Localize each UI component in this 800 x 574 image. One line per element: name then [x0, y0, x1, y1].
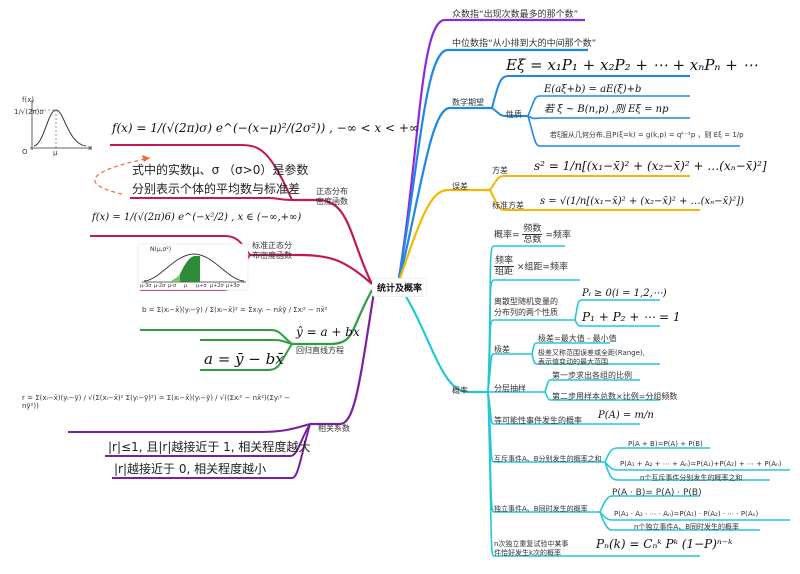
std-normal-chart-sketch: [137, 243, 249, 291]
curve-label-origin: O: [22, 148, 28, 156]
branch-std-normal: [250, 253, 373, 285]
sampling-label[interactable]: 分层抽样: [494, 384, 526, 393]
range-desc-1: 极差又称范围误差或全距(Range),: [538, 349, 645, 357]
branch-normal: [292, 198, 373, 285]
branch-expectation: [396, 106, 492, 285]
correlation-note-1: |r|≤1, 且|r|越接近于 1, 相关程度越大: [108, 440, 311, 454]
var-label[interactable]: 方差: [492, 166, 508, 175]
dist-prop-2: P₁ + P₂ + ⋯ = 1: [582, 310, 681, 324]
independent-f1: P(A · B)= P(A) · P(B): [612, 488, 702, 498]
independent-note: n个独立事件A、B同时发生的概率: [634, 523, 740, 531]
dashed-connector: [94, 157, 151, 195]
curve-label-x: x: [88, 144, 93, 152]
normal-label-2[interactable]: 密度函数: [316, 197, 348, 206]
freq-ratio: 概率= 频数总数 =频率: [494, 224, 571, 246]
std-chart-title: N(μ,σ²): [150, 246, 172, 253]
expectation-prop-3: 若ξ服从几何分布,且P(ξ=k) = g(k,p) = qᵏ⁻¹p ，则 Eξ …: [550, 131, 744, 139]
curve-label-mu: μ: [53, 149, 58, 157]
std-normal-formula: f(x) = 1/(√(2π)6) e^(−x²/2) , x ∈ (−∞,+∞…: [92, 212, 302, 223]
normal-note-2: 分别表示个体的平均数与标准差: [132, 182, 301, 196]
normal-curve-sketch: [30, 100, 92, 150]
freq-density: 频率组距 ×组距=频率: [494, 256, 568, 278]
branch-variance: [396, 188, 490, 285]
bernoulli-label-1[interactable]: n次独立重复试验中某事: [494, 540, 569, 548]
dist-prop-1: Pᵢ ≥ 0(i = 1,2,⋯): [582, 288, 667, 299]
bernoulli-formula: Pₙ(k) = Cₙᵏ Pᵏ (1−P)ⁿ⁻ᵏ: [596, 537, 733, 551]
curve-label-peak: 1/√(2π)σ: [14, 108, 44, 116]
normal-formula: f(x) = 1/(√(2π)σ) e^(−(x−μ)²/(2σ²)) , −∞…: [112, 121, 419, 135]
range-label[interactable]: 极差: [494, 345, 510, 354]
regression-label[interactable]: 回归直线方程: [296, 346, 344, 355]
equal-label[interactable]: 等可能性事件发生的概率: [494, 416, 582, 425]
variance-label[interactable]: 误差: [452, 182, 468, 191]
branch-probability: [397, 283, 488, 394]
equal-formula: P(A) = m/n: [598, 410, 654, 421]
regression-line-formula: ŷ = a + bx: [296, 325, 360, 339]
correlation-formula: r = Σ(xᵢ−x̄)(yᵢ−ȳ) / √(Σ(xᵢ−x̄)² Σ(yᵢ−ȳ)…: [22, 394, 291, 411]
std-chart-tick-2: μ-2σ: [154, 283, 166, 289]
correlation-note-2: |r|越接近于 0, 相关程度越小: [114, 462, 267, 476]
median-label[interactable]: 中位数指“从小排到大的中间那个数”: [452, 39, 597, 49]
range-desc-2: 表示值变动的最大范围: [538, 358, 608, 366]
curve-label-fx: f(x): [22, 96, 35, 104]
expectation-prop-1: E(aξ+b) = aE(ξ)+b: [544, 84, 642, 95]
normal-note-1: 式中的实数μ、σ （σ>0）是参数: [132, 163, 309, 177]
sd-formula: s = √(1/n[(x₁−x̄)² + (x₂−x̄)² + …(xₙ−x̄)…: [540, 196, 744, 207]
branch-correlation: [310, 291, 376, 426]
independent-label[interactable]: 独立事件A、B同时发生的概率: [494, 505, 588, 513]
exclusive-label[interactable]: 互斥事件A、B分别发生的概率之和: [494, 455, 602, 463]
std-chart-tick-4: μ: [184, 283, 188, 289]
root-node[interactable]: 统计及概率: [372, 278, 428, 297]
dist-label-2[interactable]: 分布列的两个性质: [494, 308, 558, 317]
probability-label[interactable]: 概率: [452, 386, 468, 395]
branch-median: [396, 48, 588, 285]
normal-label-1[interactable]: 正态分布: [316, 187, 348, 196]
expectation-props-label[interactable]: 性质: [506, 110, 522, 119]
var-formula: s² = 1/n[(x₁−x̄)² + (x₂−x̄)² + …(xₙ−x̄)²…: [534, 159, 767, 173]
exclusive-note: n个互斥事件分别发生的概率之和: [640, 474, 743, 482]
std-chart-tick-3: μ-σ: [168, 283, 177, 289]
dist-label-1[interactable]: 离散型随机变量的: [494, 297, 558, 306]
std-chart-tick-6: μ+2σ: [210, 283, 224, 289]
std-chart-tick-1: μ-3σ: [140, 283, 152, 289]
branch-regression: [292, 289, 373, 346]
regression-b-formula: b = Σ(xᵢ−x̄)(yᵢ−ȳ) / Σ(xᵢ−x̄)² = Σxᵢyᵢ −…: [142, 306, 328, 314]
exclusive-f2: P(A₁ + A₂ + ⋯ + Aₙ)=P(A₁)+P(A₂) + ⋯ + P(…: [620, 460, 782, 468]
sampling-step-2: 第二步用样本总数×比例=分组频数: [552, 392, 678, 401]
expectation-label[interactable]: 数学期望: [452, 98, 484, 107]
bernoulli-label-2[interactable]: 件恰好发生k次的概率: [494, 549, 562, 557]
expectation-formula: Eξ = x₁P₁ + x₂P₂ + ⋯ + xₙPₙ + ⋯: [506, 56, 758, 74]
expectation-prop-2: 若 ξ ~ B(n,p) ,则 Eξ = np: [544, 104, 669, 115]
mode-label[interactable]: 众数指“出现次数最多的那个数”: [452, 10, 579, 20]
exclusive-f1: P(A + B)=P(A) + P(B): [628, 440, 703, 448]
regression-a-formula: a = ȳ − bx̄: [204, 350, 284, 368]
std-chart-tick-5: μ+σ: [196, 283, 207, 289]
std-chart-tick-7: μ+3σ: [226, 283, 240, 289]
independent-f2: P(A₁ · A₂ · ⋯ · Aₙ)=P(A₁) · P(A₂) · ⋯ · …: [614, 510, 759, 518]
range-def: 极差=最大值 - 最小值: [538, 334, 617, 343]
correlation-label[interactable]: 相关系数: [318, 424, 350, 433]
std-normal-label-2[interactable]: 布密度函数: [252, 251, 292, 260]
sd-label[interactable]: 标准方差: [492, 201, 524, 210]
sampling-step-1: 第一步求出各组的比例: [552, 371, 632, 380]
std-normal-label-1[interactable]: 标准正态分: [252, 241, 292, 250]
